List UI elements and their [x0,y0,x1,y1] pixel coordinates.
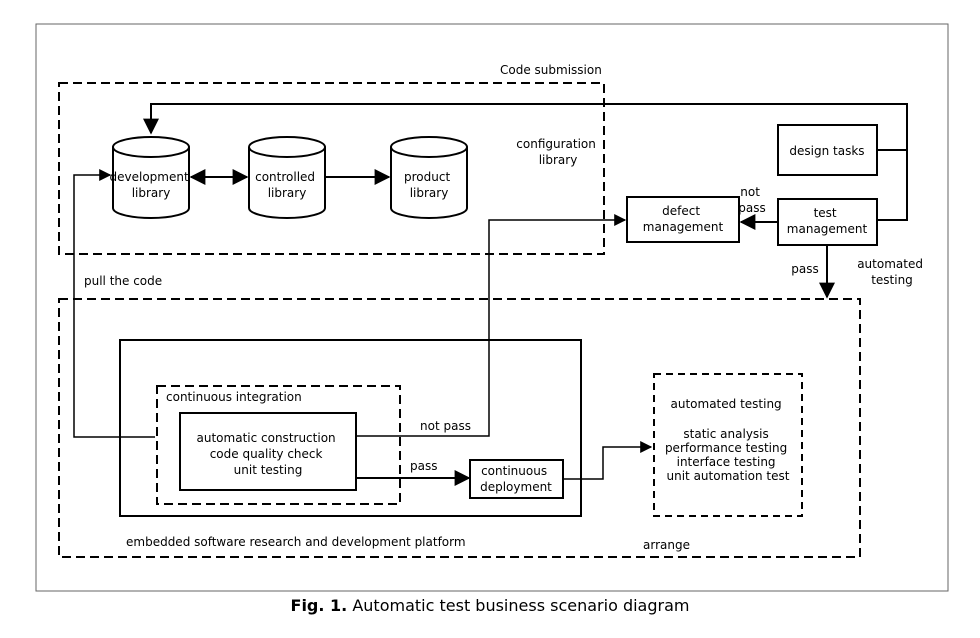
continuous-deployment-box: continuous deployment [469,459,564,499]
svg-text:design tasks: design tasks [789,144,864,158]
svg-text:defect management: defect management [643,204,724,234]
arrow-ci-to-defect [356,214,627,437]
figure-caption-text: Automatic test business scenario diagram [352,596,690,615]
pull-the-code-label: pull the code [84,274,162,288]
svg-text:controlled library: controlled library [255,170,319,200]
svg-text:product library: product library [404,170,454,200]
figure-number: Fig. 1. [290,596,348,615]
test-management-box: test management [777,198,878,246]
automated-testing-side-label: automated testing [857,257,927,287]
code-submission-label: Code submission [500,63,602,77]
platform-box [119,339,582,517]
product-library-cylinder: product library [390,136,468,219]
automated-testing-region [653,373,803,517]
arrange-region [58,298,861,558]
configuration-library-label: configuration library [516,137,599,167]
outer-frame [35,23,949,592]
pass-mid-label: pass [410,459,437,473]
arrow-deployment-to-testing [563,441,653,480]
development-library-cylinder: development library [110,136,193,219]
defect-management-box: defect management [626,196,740,243]
figure-caption: Fig. 1. Automatic test business scenario… [0,596,980,615]
ci-steps-box: automatic construction code quality chec… [179,412,357,491]
pass-right-label: pass [791,262,818,276]
automated-testing-list: automated testing static analysis perfor… [665,397,791,483]
not-pass-top-label: not pass [738,185,765,215]
platform-label: embedded software research and developme… [126,535,466,549]
svg-text:development library: development library [110,170,193,200]
svg-text:automatic construction c: automatic construction code quality chec… [197,431,340,477]
arrange-label: arrange [643,538,690,552]
not-pass-mid-label: not pass [420,419,471,433]
feedback-line-to-dev-library [877,149,908,221]
svg-text:continuous deployment: continuous deployment [480,464,552,494]
arrow-pull-the-code [73,169,155,438]
svg-text:test management: test management [787,206,868,236]
arrow-feedback-dev-library [143,103,908,150]
design-tasks-box: design tasks [777,124,878,176]
continuous-integration-label: continuous integration [166,390,302,404]
continuous-integration-region [156,385,401,505]
controlled-library-cylinder: controlled library [248,136,326,219]
code-submission-region [58,82,605,255]
